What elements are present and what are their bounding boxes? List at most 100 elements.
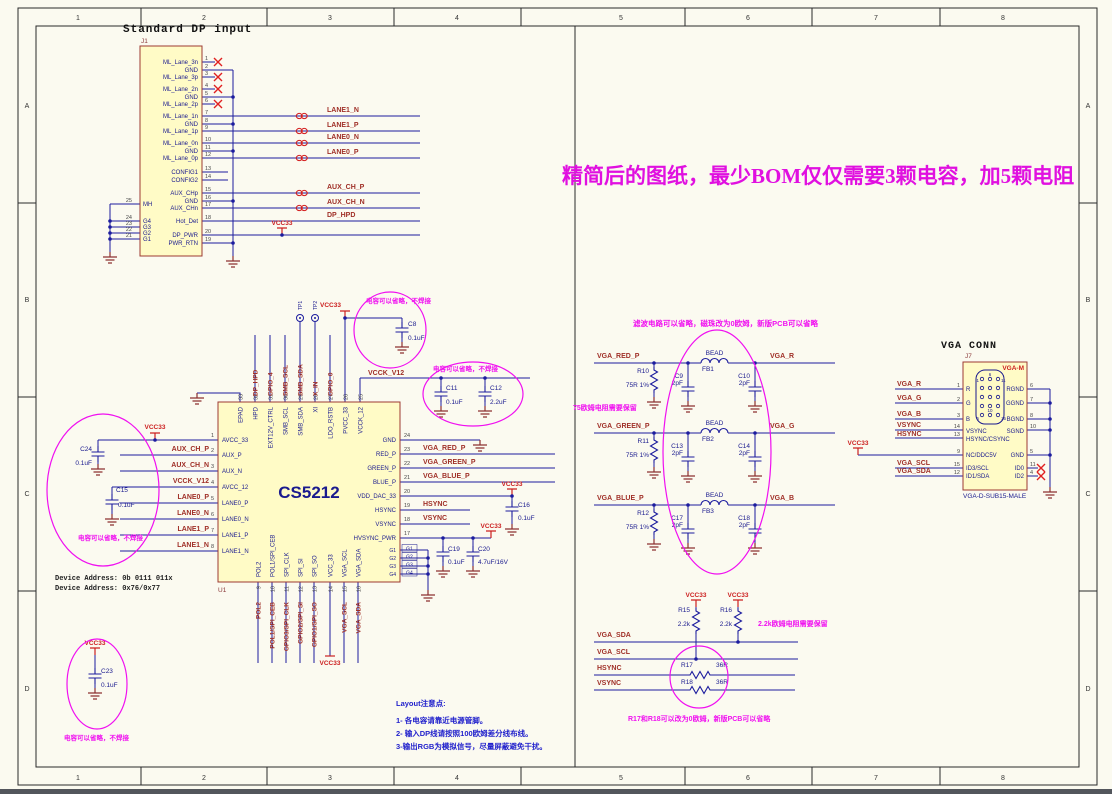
svg-text:6: 6 <box>989 372 992 377</box>
bottom-net-labels: POL2 POL1/SPI_CEB GPIO3/SPI_CLK GPIO2/SP… <box>256 602 363 652</box>
svg-text:1: 1 <box>957 383 960 389</box>
svg-text:G3: G3 <box>389 564 396 570</box>
svg-text:4: 4 <box>455 775 459 782</box>
svg-text:0.1uF: 0.1uF <box>118 502 135 509</box>
svg-text:12: 12 <box>299 586 305 592</box>
sheet-frame: 1 2 3 4 5 6 7 8 1 2 3 4 5 6 7 8 A B C D … <box>17 7 1098 786</box>
svg-text:HSYNC: HSYNC <box>897 431 922 438</box>
svg-text:ML_Lane_2n: ML_Lane_2n <box>163 87 198 93</box>
testpoint-icon <box>296 314 304 322</box>
dp-connector: Standard DP input J1 123 456 789 101112 … <box>102 24 420 268</box>
svg-text:24: 24 <box>404 433 410 439</box>
svg-text:HPD: HPD <box>254 406 260 419</box>
svg-text:VGA_G: VGA_G <box>770 423 795 430</box>
svg-text:C10: C10 <box>738 373 750 380</box>
svg-text:18: 18 <box>404 517 410 523</box>
chip-name: CS5212 <box>278 483 339 502</box>
svg-text:R10: R10 <box>637 368 649 375</box>
svg-text:G4: G4 <box>143 219 152 225</box>
svg-text:14: 14 <box>205 174 211 180</box>
svg-text:19: 19 <box>205 237 211 243</box>
svg-text:ID3/SCL: ID3/SCL <box>966 466 989 472</box>
svg-text:20: 20 <box>205 229 211 235</box>
svg-text:VGA_SCL: VGA_SCL <box>343 549 349 577</box>
column-labels: 1 2 3 4 5 6 7 8 1 2 3 4 5 6 7 8 <box>76 15 1005 782</box>
power-symbols: VCC33 VCC33 VCC33 VCC33 VCC33 <box>145 302 523 667</box>
g-net-labels: G1 G2 G3 G4 <box>401 544 418 577</box>
svg-text:MH: MH <box>143 202 152 208</box>
svg-text:VGA_R: VGA_R <box>770 353 794 360</box>
no-connect-x-icon <box>1036 463 1046 473</box>
svg-text:11: 11 <box>205 145 211 151</box>
svg-text:0.1uF: 0.1uF <box>75 460 92 467</box>
svg-text:SGND: SGND <box>1007 429 1025 435</box>
svg-text:23: 23 <box>404 447 410 453</box>
svg-text:VSYNC: VSYNC <box>423 515 447 522</box>
omit-ellipse <box>353 291 427 369</box>
svg-text:VCC33: VCC33 <box>320 660 341 667</box>
svg-text:VSYNC: VSYNC <box>597 680 621 687</box>
gnd-symbol <box>102 251 118 264</box>
junction-dots <box>1048 401 1052 457</box>
omit-note: 电容可以省略，不焊接 <box>64 733 130 742</box>
svg-text:5: 5 <box>1030 449 1033 455</box>
svg-text:C24: C24 <box>80 446 92 453</box>
svg-text:VCC33: VCC33 <box>145 424 166 431</box>
svg-text:VGA_BLUE_P: VGA_BLUE_P <box>597 495 644 502</box>
svg-text:HSYNC: HSYNC <box>375 508 397 514</box>
svg-text:GGND: GGND <box>1006 401 1025 407</box>
svg-text:SMB_SDA: SMB_SDA <box>298 364 305 396</box>
junction-dots <box>153 316 514 576</box>
svg-text:24: 24 <box>126 215 132 221</box>
svg-text:G4: G4 <box>406 571 413 577</box>
svg-text:FB3: FB3 <box>702 508 714 515</box>
svg-text:C8: C8 <box>408 321 417 328</box>
section-title: Standard DP input <box>123 24 252 36</box>
svg-text:12: 12 <box>954 470 960 476</box>
svg-text:7: 7 <box>874 15 878 22</box>
svg-text:VGA_SDA: VGA_SDA <box>897 468 931 475</box>
svg-text:VSYNC: VSYNC <box>897 422 921 429</box>
svg-text:BEAD: BEAD <box>706 492 724 499</box>
right-net-labels: VGA_RED_P VGA_GREEN_P VGA_BLUE_P HSYNC V… <box>423 445 476 522</box>
svg-text:17: 17 <box>205 202 211 208</box>
svg-text:G: G <box>966 401 971 407</box>
svg-text:2: 2 <box>202 775 206 782</box>
svg-text:VCCK_V12: VCCK_V12 <box>173 478 209 485</box>
svg-text:19: 19 <box>404 503 410 509</box>
svg-text:75R 1%: 75R 1% <box>626 382 649 389</box>
svg-text:0.1uF: 0.1uF <box>518 515 535 522</box>
svg-text:22: 22 <box>126 227 132 233</box>
vcck-net-label: VCCK_V12 <box>368 370 404 377</box>
svg-text:GPIO_0: GPIO_0 <box>328 372 335 396</box>
window-bottom-edge <box>0 789 1112 794</box>
svg-text:22: 22 <box>404 461 410 467</box>
svg-text:6: 6 <box>746 775 750 782</box>
svg-text:9: 9 <box>257 586 263 589</box>
svg-text:26: 26 <box>344 394 350 400</box>
omit-note: 电容可以省略，不焊接 <box>366 296 432 305</box>
svg-text:D: D <box>1085 686 1090 693</box>
svg-text:AUX_CH_P: AUX_CH_P <box>172 446 210 453</box>
svg-text:SMB_SDA: SMB_SDA <box>299 407 305 436</box>
vcc-label: VCC33 <box>272 220 293 227</box>
comment: VGA-M <box>1002 365 1024 372</box>
connector-body <box>139 45 203 257</box>
svg-text:1- 各电容请靠近电源管脚。: 1- 各电容请靠近电源管脚。 <box>396 715 487 725</box>
svg-text:FB1: FB1 <box>702 366 714 373</box>
svg-text:POL1/SPI_CEB: POL1/SPI_CEB <box>271 535 277 577</box>
svg-text:SMB_SCL: SMB_SCL <box>284 406 290 435</box>
svg-text:AVCC_12: AVCC_12 <box>222 485 249 491</box>
svg-text:1: 1 <box>205 56 208 62</box>
svg-text:25: 25 <box>126 198 132 204</box>
svg-text:ML_Lane_3n: ML_Lane_3n <box>163 60 198 66</box>
svg-text:2pF: 2pF <box>739 450 750 457</box>
svg-text:2pF: 2pF <box>672 380 683 387</box>
svg-text:9: 9 <box>205 125 208 131</box>
svg-text:C13: C13 <box>671 443 683 450</box>
svg-text:3: 3 <box>328 775 332 782</box>
svg-text:Layout注意点:: Layout注意点: <box>396 698 446 708</box>
